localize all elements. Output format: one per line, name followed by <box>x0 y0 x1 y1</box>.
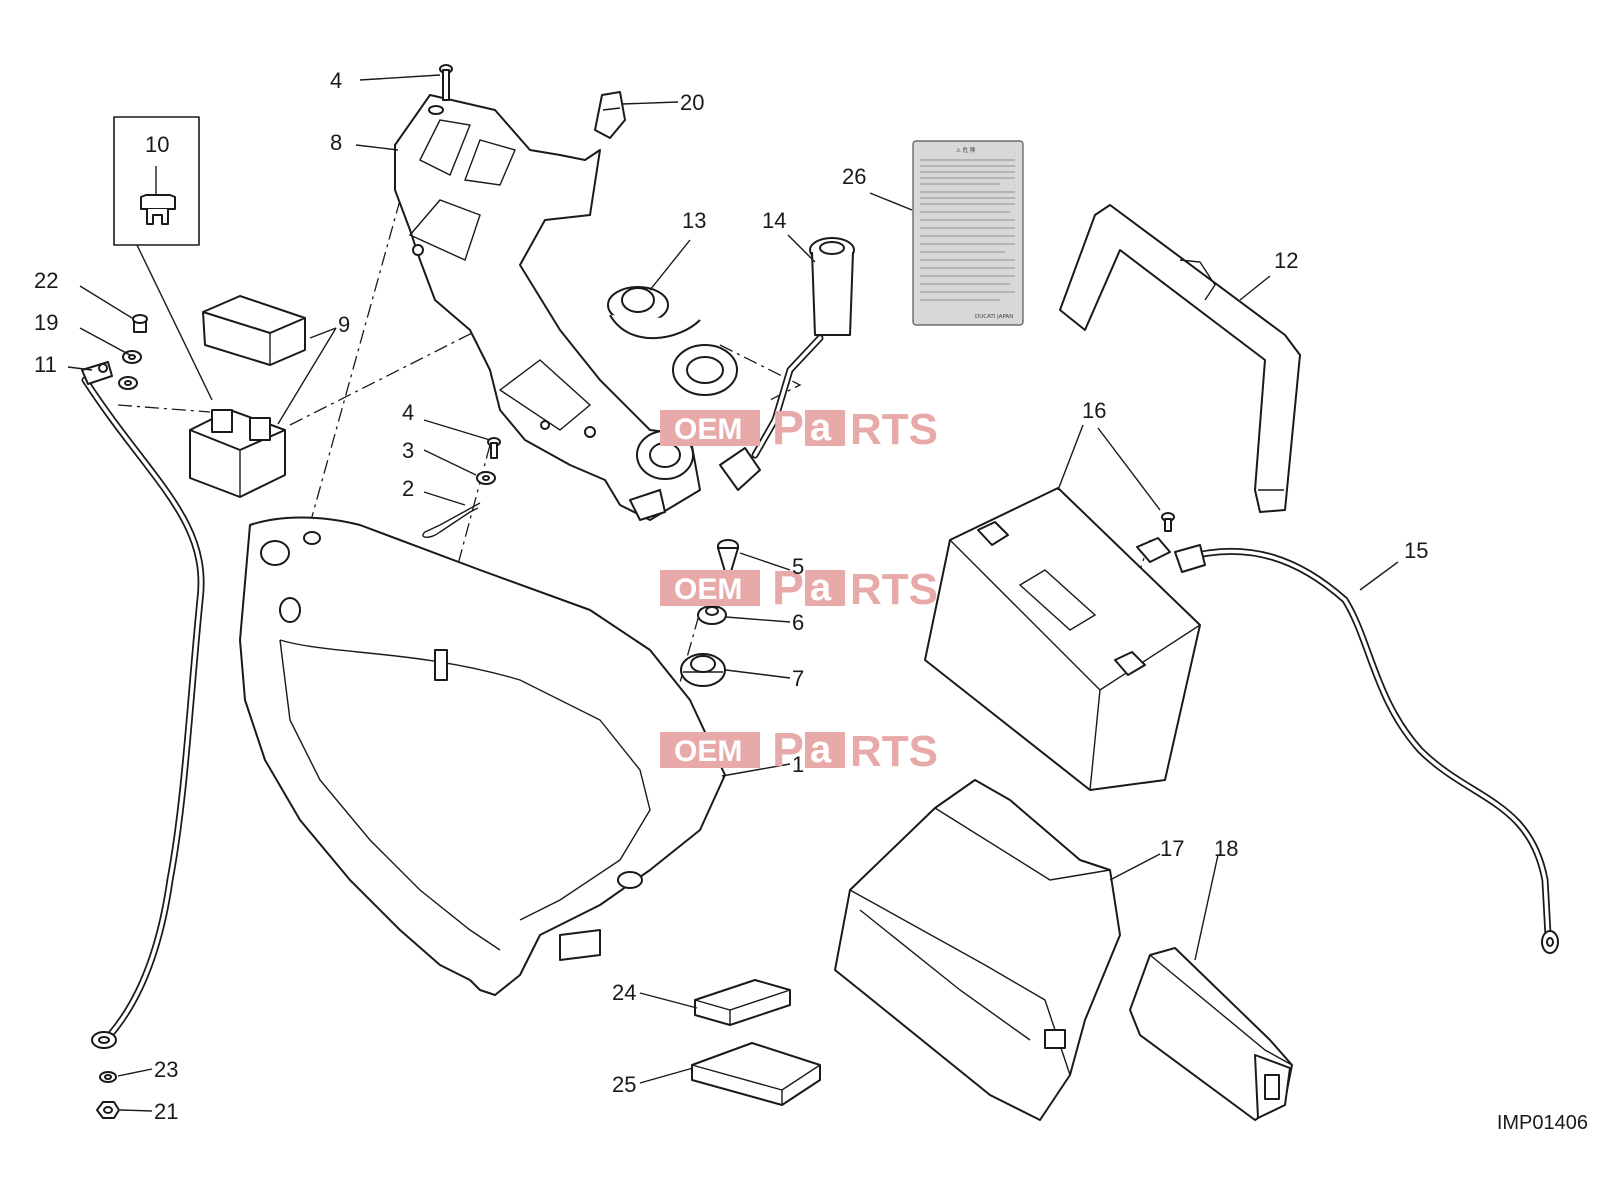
positive-cable <box>1136 512 1559 954</box>
watermark-3: OEM BIKE P a RTS <box>660 724 938 777</box>
callout-25: 25 <box>612 1072 636 1097</box>
battery <box>924 487 1201 791</box>
mid-hardware <box>422 437 501 538</box>
battery-tray <box>239 516 726 996</box>
small-hardware-left <box>96 314 148 1119</box>
svg-text:BIKE: BIKE <box>743 738 755 764</box>
svg-text:a: a <box>810 729 832 771</box>
callout-23: 23 <box>154 1057 178 1082</box>
power-socket-cap <box>607 286 738 396</box>
svg-text:OEM: OEM <box>674 735 742 768</box>
callout-6: 6 <box>792 610 804 635</box>
svg-text:P: P <box>772 562 804 615</box>
battery-strap <box>1059 204 1301 513</box>
svg-text:RTS: RTS <box>850 565 938 614</box>
warning-label: ⚠ 危 険 DUCATI JAPAN <box>912 140 1024 326</box>
callout-17: 17 <box>1160 836 1184 861</box>
callout-3: 3 <box>402 438 414 463</box>
svg-text:a: a <box>810 567 832 609</box>
svg-text:RTS: RTS <box>850 727 938 776</box>
tray-hardware <box>680 539 739 687</box>
watermark-1: OEM BIKE P a RTS <box>660 402 938 455</box>
battery-box <box>834 779 1121 1121</box>
callout-7: 7 <box>792 666 804 691</box>
callout-21: 21 <box>154 1099 178 1124</box>
terminal-cover <box>1129 947 1293 1121</box>
callout-10: 10 <box>145 132 169 157</box>
callout-4-mid: 4 <box>402 400 414 425</box>
callout-8: 8 <box>330 130 342 155</box>
callout-14: 14 <box>762 208 786 233</box>
callout-5: 5 <box>792 554 804 579</box>
callout-4-top: 4 <box>330 68 342 93</box>
callout-15: 15 <box>1404 538 1428 563</box>
top-hardware <box>428 64 626 139</box>
callout-18: 18 <box>1214 836 1238 861</box>
fuse-inset-box <box>113 116 213 401</box>
callout-24: 24 <box>612 980 636 1005</box>
svg-text:P: P <box>772 724 804 777</box>
callout-19: 19 <box>34 310 58 335</box>
svg-text:OEM: OEM <box>674 573 742 606</box>
svg-text:P: P <box>772 402 804 455</box>
callout-9: 9 <box>338 312 350 337</box>
callout-20: 20 <box>680 90 704 115</box>
power-socket <box>719 237 855 491</box>
callout-12: 12 <box>1274 248 1298 273</box>
svg-text:OEM: OEM <box>674 413 742 446</box>
starter-relay <box>189 295 306 498</box>
callout-2: 2 <box>402 476 414 501</box>
callout-26: 26 <box>842 164 866 189</box>
watermark-2: OEM BIKE P a RTS <box>660 562 938 615</box>
callouts: 4 8 20 10 13 14 26 12 22 19 11 9 16 4 3 … <box>34 68 1428 1124</box>
leader-lines <box>67 74 1399 1112</box>
foam-pads <box>691 979 821 1106</box>
svg-text:BIKE: BIKE <box>743 576 755 602</box>
svg-text:BIKE: BIKE <box>743 416 755 442</box>
callout-13: 13 <box>682 208 706 233</box>
callout-1: 1 <box>792 752 804 777</box>
callout-11: 11 <box>34 352 57 377</box>
warning-label-heading: ⚠ 危 険 <box>956 146 976 154</box>
warning-label-brand: DUCATI JAPAN <box>975 314 1013 320</box>
ground-cable <box>81 361 205 1049</box>
callout-22: 22 <box>34 268 58 293</box>
callout-16: 16 <box>1082 398 1106 423</box>
diagram-reference-code: IMP01406 <box>1496 1112 1588 1134</box>
svg-text:a: a <box>810 407 832 449</box>
svg-text:RTS: RTS <box>850 405 938 454</box>
